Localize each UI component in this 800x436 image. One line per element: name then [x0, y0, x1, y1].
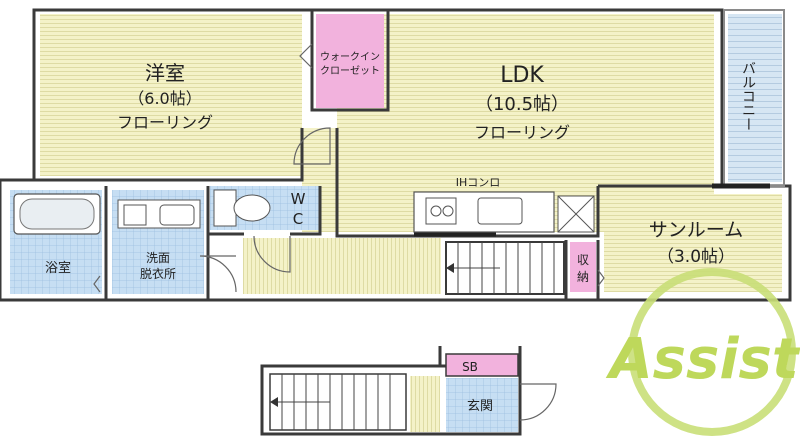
storage-label-2: 納 — [577, 270, 589, 284]
outer-wall — [0, 8, 792, 302]
bath-label: 浴室 — [45, 260, 71, 276]
entrance-floor — [446, 378, 518, 432]
staircase-upper — [445, 241, 565, 295]
staircase-lower — [269, 373, 407, 431]
wc-door — [253, 235, 291, 273]
balcony-floor — [728, 14, 782, 182]
closet-door — [299, 43, 313, 69]
assist-logo: Assist — [605, 268, 800, 436]
western-door — [293, 127, 331, 165]
wc-label-1: W — [291, 190, 306, 208]
storage-floor — [570, 242, 596, 292]
bath-door — [93, 275, 101, 293]
fridge-space — [557, 195, 595, 233]
washroom-label-2: 脱衣所 — [140, 266, 176, 281]
bathtub — [13, 193, 101, 235]
wash-basin — [117, 199, 201, 229]
western-room-floor — [40, 14, 302, 176]
balcony-label: バルコニー — [740, 61, 756, 131]
corridor-floor — [243, 238, 441, 294]
closet-floor — [316, 14, 384, 108]
shoebox-floor — [445, 353, 519, 377]
ldk-name: LDK — [500, 63, 544, 88]
storage-door — [597, 269, 605, 287]
wc-label-2: C — [293, 210, 303, 228]
sunroom-name: サンルーム — [649, 219, 743, 241]
storage-label-1: 収 — [577, 253, 589, 267]
kitchen-counter — [413, 191, 555, 233]
closet-label-1: ウォークイン — [320, 51, 380, 63]
entrance-door — [519, 383, 557, 421]
logo-text: Assist — [605, 327, 800, 392]
stove-label: IHコンロ — [456, 176, 501, 189]
shoebox-label: SB — [462, 360, 478, 374]
western-room-floor-label: フローリング — [117, 113, 213, 132]
toilet — [213, 189, 271, 227]
entrance-label: 玄関 — [467, 399, 493, 414]
washroom-label-1: 洗面 — [146, 251, 170, 265]
western-wall — [34, 128, 304, 182]
wash-door — [199, 255, 237, 293]
lower-hall-floor — [410, 376, 440, 432]
closet-label-2: クローゼット — [320, 65, 380, 77]
western-room-name: 洋室 — [145, 61, 185, 85]
sunroom-size: （3.0帖） — [657, 247, 735, 267]
closet-wall — [310, 10, 390, 112]
western-room-size: （6.0帖） — [128, 89, 201, 108]
wc-wall — [208, 186, 322, 236]
ldk-floor-label: フローリング — [474, 123, 570, 142]
ldk-size: （10.5帖） — [475, 94, 569, 115]
